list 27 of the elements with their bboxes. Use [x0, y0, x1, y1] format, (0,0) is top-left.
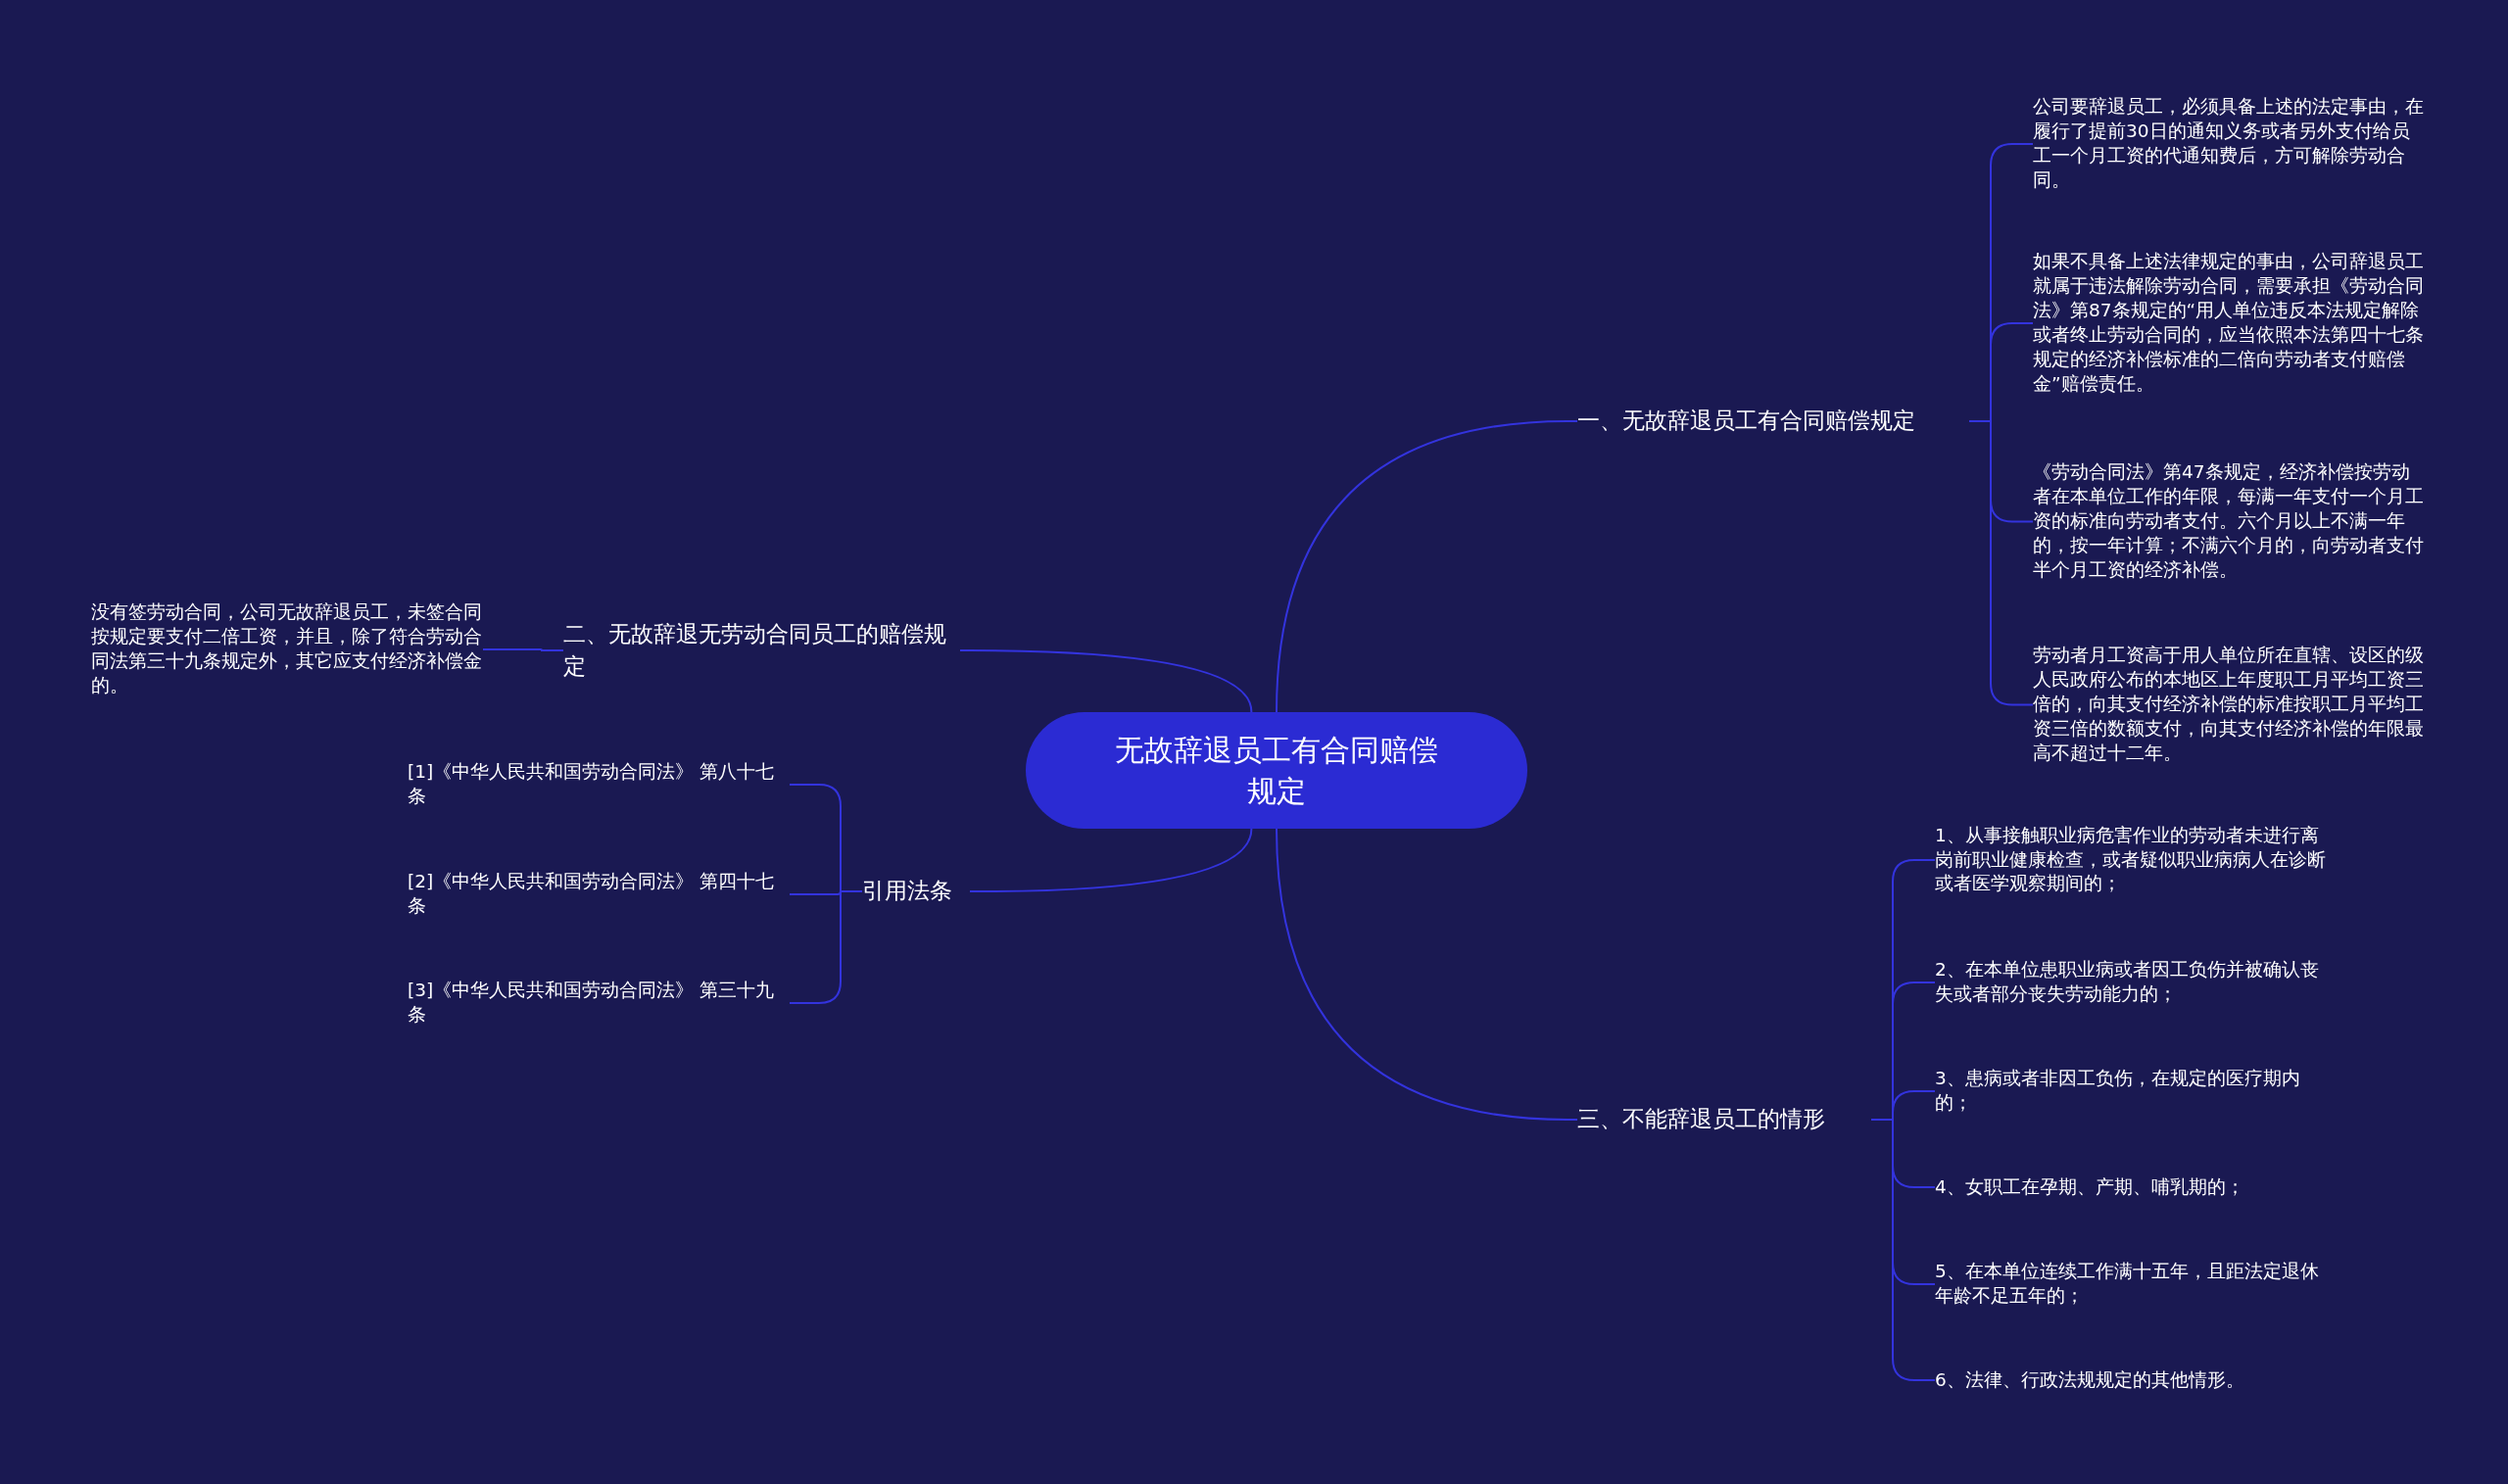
leaf-text: [1]《中华人民共和国劳动合同法》 第八十七条: [408, 760, 776, 808]
connector-line: [1870, 1119, 1936, 1381]
connector-line: [789, 890, 863, 1004]
leaf-text: 4、女职工在孕期、产期、哺乳期的；: [1935, 1174, 2244, 1199]
leaf-text: 3、患病或者非因工负伤，在规定的医疗期内的；: [1935, 1067, 2301, 1115]
leaf-text: 2、在本单位患职业病或者因工负伤并被确认丧失或者部分丧失劳动能力的；: [1935, 958, 2320, 1006]
leaf-text: 1、从事接触职业病危害作业的劳动者未进行离岗前职业健康检查，或者疑似职业病病人在诊断或者医学观察期间的；: [1935, 823, 2327, 896]
branch-topic: 二、无故辞退无劳动合同员工的赔偿规定: [563, 619, 947, 681]
branch-topic: 引用法条: [862, 877, 952, 906]
branch-topic: 一、无故辞退员工有合同赔偿规定: [1577, 407, 1915, 436]
leaf-text: 5、在本单位连续工作满十五年，且距法定退休年龄不足五年的；: [1935, 1260, 2320, 1308]
connector-line: [1968, 420, 2034, 706]
connector-line: [959, 649, 1253, 713]
leaf-text: 《劳动合同法》第47条规定，经济补偿按劳动者在本单位工作的年限，每满一年支付一个月工资的标准向劳动者支付。六个月以上不满一年的，按一年计算；不满六个月的，向劳动者支付半个月工资的经济补偿。: [2033, 460, 2425, 582]
leaf-text: [2]《中华人民共和国劳动合同法》 第四十七条: [408, 870, 776, 918]
connector-line: [969, 828, 1253, 892]
branch-topic: 三、不能辞退员工的情形: [1577, 1105, 1825, 1134]
connector-line: [1276, 828, 1578, 1121]
leaf-text: 公司要辞退员工，必须具备上述的法定事由，在履行了提前30日的通知义务或者另外支付给员工一个月工资的代通知费后，方可解除劳动合同。: [2033, 95, 2425, 192]
leaf-text: [3]《中华人民共和国劳动合同法》 第三十九条: [408, 979, 776, 1027]
leaf-text: 如果不具备上述法律规定的事由，公司辞退员工就属于违法解除劳动合同，需要承担《劳动合同法》第87条规定的“用人单位违反本法规定解除或者终止劳动合同的，应当依照本法第四十七条规定的经济补偿标准的二倍向劳动者支付赔偿金”赔偿责任。: [2033, 250, 2425, 396]
leaf-text: 6、法律、行政法规规定的其他情形。: [1935, 1367, 2244, 1392]
connector-line: [482, 648, 564, 651]
leaf-text: 没有签劳动合同，公司无故辞退员工，未签合同按规定要支付二倍工资，并且，除了符合劳动合同法第三十九条规定外，其它应支付经济补偿金的。: [91, 600, 483, 697]
leaf-text: 劳动者月工资高于用人单位所在直辖、设区的级人民政府公布的本地区上年度职工月平均工资三倍的，向其支付经济补偿的标准按职工月平均工资三倍的数额支付，向其支付经济补偿的年限最高不超过十二年。: [2033, 644, 2425, 765]
central-topic: 无故辞退员工有合同赔偿规定: [1026, 712, 1527, 829]
connector-line: [1276, 420, 1578, 713]
